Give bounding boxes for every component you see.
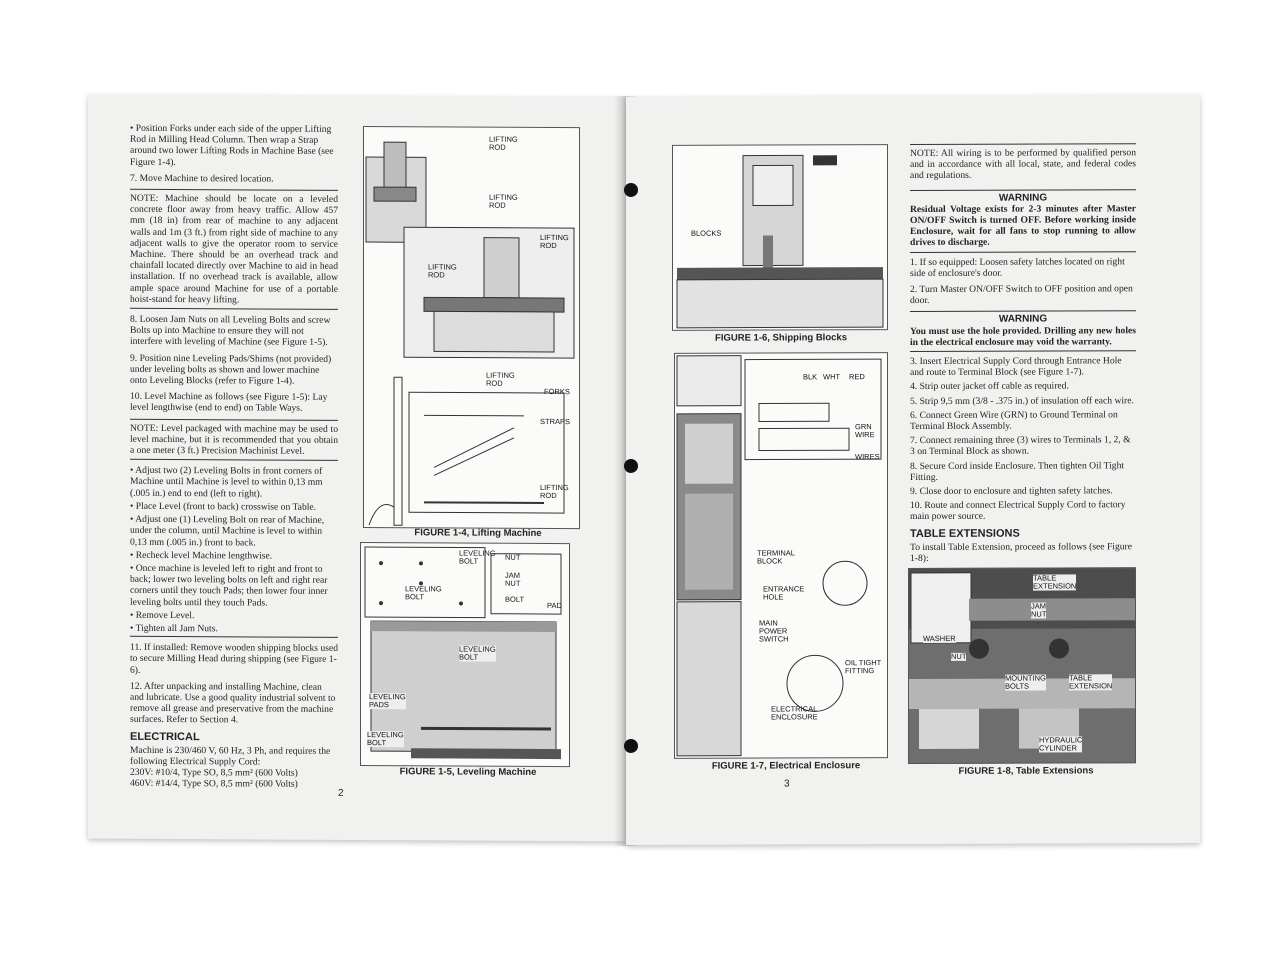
label-lifting-rod-3: LIFTING ROD xyxy=(540,232,569,251)
step-2: 2. Turn Master ON/OFF Switch to OFF posi… xyxy=(910,283,1133,307)
warning-heading-2: WARNING xyxy=(910,310,1136,326)
bullet-7: • Tighten all Jam Nuts. xyxy=(130,622,338,639)
right-text-column: NOTE: All wiring is to be performed by q… xyxy=(910,139,1136,569)
table-extensions-illustration xyxy=(909,568,1135,749)
leveling-machine-illustration xyxy=(364,546,562,760)
note-floor: NOTE: Machine should be locate on a leve… xyxy=(130,188,338,310)
figure-1-6-shipping-blocks: BLOCKS xyxy=(672,144,888,331)
bullet-1: • Adjust two (2) Leveling Bolts in front… xyxy=(130,465,323,500)
warning-text-2: You must use the hole provided. Drilling… xyxy=(910,324,1136,353)
label-blk: BLK xyxy=(803,372,818,382)
step-8: 8. Loosen Jam Nuts on all Leveling Bolts… xyxy=(130,313,331,349)
label-leveling-bolt-right: LEVELING BOLT xyxy=(459,644,496,662)
cord-460v: 460V: #14/4, Type SO, 8,5 mm² (600 Volts… xyxy=(130,778,298,791)
step-11: 11. If installed: Remove wooden shipping… xyxy=(130,641,339,676)
lifting-machine-illustration xyxy=(365,141,575,526)
label-straps: STRAPS xyxy=(540,416,571,427)
right-page: BLOCKS FIGURE 1-6, Shipping Blocks BLK W… xyxy=(624,94,1200,846)
label-bolt: BOLT xyxy=(505,594,525,604)
bullet-2: • Place Level (front to back) crosswise … xyxy=(130,500,317,513)
label-mounting-bolts: MOUNTING BOLTS xyxy=(1005,673,1046,691)
label-leveling-bolt-bottom: LEVELING BOLT xyxy=(367,730,404,748)
label-lifting-rod-5: LIFTING ROD xyxy=(486,370,515,388)
binder-hole-top xyxy=(624,182,638,198)
warning-text-1: Residual Voltage exists for 2-3 minutes … xyxy=(910,203,1136,253)
figure-1-5-caption: FIGURE 1-5, Leveling Machine xyxy=(399,766,537,778)
label-pad: PAD xyxy=(547,600,562,611)
label-wht: WHT xyxy=(823,372,841,382)
label-lifting-rod-2: LIFTING ROD xyxy=(489,192,518,210)
step-12: 12. After unpacking and installing Machi… xyxy=(130,680,336,726)
figure-1-8-caption: FIGURE 1-8, Table Extensions xyxy=(958,765,1094,777)
figure-1-4-lifting-machine: LIFTING ROD LIFTING ROD LIFTING ROD LIFT… xyxy=(363,126,580,530)
table-extensions-heading: TABLE EXTENSIONS xyxy=(910,527,1020,540)
label-table-extension-top: TABLE EXTENSION xyxy=(1033,573,1077,591)
step-bullet-forks: • Position Forks under each side of the … xyxy=(130,122,334,168)
figure-1-7-electrical-enclosure: BLK WHT RED GRN WIRE WIRES TERMINAL BLOC… xyxy=(674,352,888,759)
label-grn-wire: GRN WIRE xyxy=(855,422,875,440)
figure-1-4-caption: FIGURE 1-4, Lifting Machine xyxy=(414,527,542,539)
step-10: 10. Level Machine as follows (see Figure… xyxy=(130,391,328,415)
electrical-enclosure-illustration xyxy=(676,355,882,757)
step-3: 3. Insert Electrical Supply Cord through… xyxy=(910,355,1122,379)
step-9: 9. Close door to enclosure and tighten s… xyxy=(910,485,1113,498)
electrical-heading: ELECTRICAL xyxy=(130,730,200,743)
page-number-right: 3 xyxy=(784,778,790,790)
label-terminal-block: TERMINAL BLOCK xyxy=(757,548,795,566)
label-forks: FORKS xyxy=(544,386,570,397)
label-jam-nut: JAM NUT xyxy=(505,570,521,588)
label-red: RED xyxy=(849,372,865,382)
label-leveling-pads: LEVELING PADS xyxy=(369,692,406,710)
figure-1-8-table-extensions: TABLE EXTENSION JAM NUT WASHER NUT MOUNT… xyxy=(908,567,1136,765)
warning-heading-1: WARNING xyxy=(910,188,1136,204)
label-entrance-hole: ENTRANCE HOLE xyxy=(763,584,805,602)
label-leveling-bolt-top: LEVELING BOLT xyxy=(459,548,496,566)
label-lifting-rod-4: LIFTING ROD xyxy=(428,262,457,280)
step-7: 7. Move Machine to desired location. xyxy=(130,172,274,185)
figure-1-7-caption: FIGURE 1-7, Electrical Enclosure xyxy=(711,760,861,772)
label-nut: NUT xyxy=(505,552,521,562)
step-6: 6. Connect Green Wire (GRN) to Ground Te… xyxy=(910,409,1118,433)
label-lifting-rod-1: LIFTING ROD xyxy=(489,134,518,152)
table-extensions-text: To install Table Extension, proceed as f… xyxy=(910,541,1133,565)
left-text-column: • Position Forks under each side of the … xyxy=(130,123,338,791)
label-leveling-bolt-mid: LEVELING BOLT xyxy=(405,584,442,602)
step-8: 8. Secure Cord inside Enclosure. Then ti… xyxy=(910,459,1125,483)
label-electrical-enclosure: ELECTRICAL ENCLOSURE xyxy=(771,704,818,722)
step-4: 4. Strip outer jacket off cable as requi… xyxy=(910,380,1069,393)
label-table-extension-right: TABLE EXTENSION xyxy=(1069,673,1113,691)
bullet-6: • Remove Level. xyxy=(130,609,195,621)
shipping-blocks-illustration xyxy=(676,154,884,329)
label-lifting-rod-6: LIFTING ROD xyxy=(540,482,569,501)
step-1: 1. If so equipped: Loosen safety latches… xyxy=(910,255,1125,279)
open-manual-booklet: • Position Forks under each side of the … xyxy=(88,94,1200,846)
figure-1-5-leveling-machine: LEVELING BOLT LEVELING BOLT NUT JAM NUT … xyxy=(360,542,570,768)
figure-1-6-caption: FIGURE 1-6, Shipping Blocks xyxy=(715,332,847,344)
step-5: 5. Strip 9,5 mm (3/8 - .375 in.) of insu… xyxy=(910,394,1134,407)
bullet-3: • Adjust one (1) Leveling Bolt on rear o… xyxy=(130,513,325,548)
page-number-left: 2 xyxy=(338,787,344,799)
electrical-text: Machine is 230/460 V, 60 Hz, 3 Ph, and r… xyxy=(130,744,331,768)
note-wiring: NOTE: All wiring is to be performed by q… xyxy=(910,143,1136,185)
label-oil-tight-fitting: OIL TIGHT FITTING xyxy=(845,658,882,676)
note-level: NOTE: Level packaged with machine may be… xyxy=(130,418,338,462)
binder-hole-bottom xyxy=(624,738,638,754)
bullet-4: • Recheck level Machine lengthwise. xyxy=(130,549,273,562)
step-10: 10. Route and connect Electrical Supply … xyxy=(910,499,1126,523)
label-jam-nut: JAM NUT xyxy=(1031,601,1047,619)
step-7: 7. Connect remaining three (3) wires to … xyxy=(910,434,1131,458)
step-9: 9. Position nine Leveling Pads/Shims (no… xyxy=(130,352,332,387)
label-blocks: BLOCKS xyxy=(691,228,722,238)
label-washer: WASHER xyxy=(923,633,956,643)
bullet-5: • Once machine is leveled left to right … xyxy=(130,562,328,609)
binder-hole-middle xyxy=(624,458,638,474)
label-wires: WIRES xyxy=(855,452,880,462)
label-hydraulic-cylinder: HYDRAULIC CYLINDER xyxy=(1039,735,1083,753)
left-page: • Position Forks under each side of the … xyxy=(88,94,626,842)
label-nut: NUT xyxy=(951,651,967,661)
label-main-power-switch: MAIN POWER SWITCH xyxy=(759,618,789,644)
